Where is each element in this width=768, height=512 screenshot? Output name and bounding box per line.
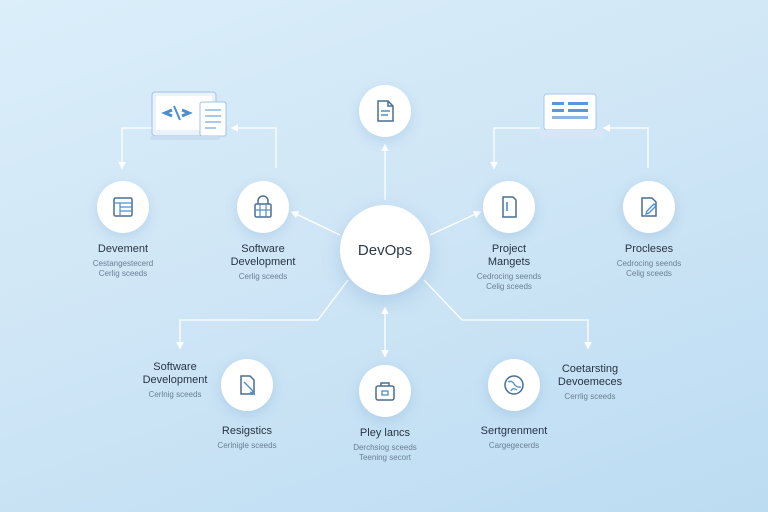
node-sertgrenment[interactable] bbox=[488, 359, 540, 411]
hub-label: DevOps bbox=[357, 241, 413, 259]
pen-document-icon bbox=[240, 375, 256, 396]
edit-file-icon bbox=[641, 197, 657, 217]
node-subtitle: Cerlig sceeds bbox=[238, 272, 288, 281]
node-title: Devement bbox=[97, 243, 149, 255]
node-project-mangets[interactable] bbox=[483, 181, 535, 233]
connector-right-loop-a bbox=[490, 127, 540, 170]
briefcase-icon bbox=[375, 382, 395, 401]
node-subtitle: Cerrlig sceeds bbox=[564, 392, 616, 401]
connector-right-upper bbox=[429, 211, 482, 236]
node-title: Resigstics bbox=[221, 425, 273, 437]
laptop-card bbox=[150, 88, 230, 142]
node-devement[interactable] bbox=[97, 181, 149, 233]
node-software-development-top[interactable] bbox=[237, 181, 289, 233]
slides-card bbox=[540, 90, 604, 142]
globe-icon bbox=[504, 375, 524, 395]
node-pley-lancs[interactable] bbox=[359, 365, 411, 417]
file-icon bbox=[502, 196, 517, 218]
devops-hub[interactable]: DevOps bbox=[340, 205, 430, 295]
node-procleses[interactable] bbox=[623, 181, 675, 233]
connector-lower-right bbox=[423, 279, 592, 350]
connector-lower-left bbox=[176, 279, 349, 350]
node-top-file[interactable] bbox=[359, 85, 411, 137]
window-icon bbox=[540, 93, 604, 138]
connector-left-loop-a bbox=[118, 127, 155, 170]
label-sertgrenment: Sertgrenment Cargegecerds bbox=[481, 425, 548, 451]
document-grid-icon bbox=[113, 197, 133, 217]
node-title: Procleses bbox=[624, 243, 674, 255]
node-subtitle: Cerlnigle sceeds bbox=[217, 441, 277, 450]
node-title: Sertgrenment bbox=[480, 425, 548, 437]
node-title: Pley lancs bbox=[359, 427, 411, 439]
connector-left-upper bbox=[290, 211, 341, 236]
label-resigstics: Resigstics Cerlnigle sceeds bbox=[217, 425, 276, 451]
file-icon bbox=[377, 100, 394, 122]
node-subtitle: Cerlnig sceeds bbox=[148, 390, 202, 399]
connector-left-loop-b bbox=[230, 124, 277, 168]
code-window-icon bbox=[150, 91, 227, 140]
lock-grid-icon bbox=[254, 195, 272, 218]
node-resigstics[interactable] bbox=[221, 359, 273, 411]
connector-right-loop-b bbox=[602, 124, 649, 168]
node-subtitle: Cargegecerds bbox=[488, 441, 540, 450]
